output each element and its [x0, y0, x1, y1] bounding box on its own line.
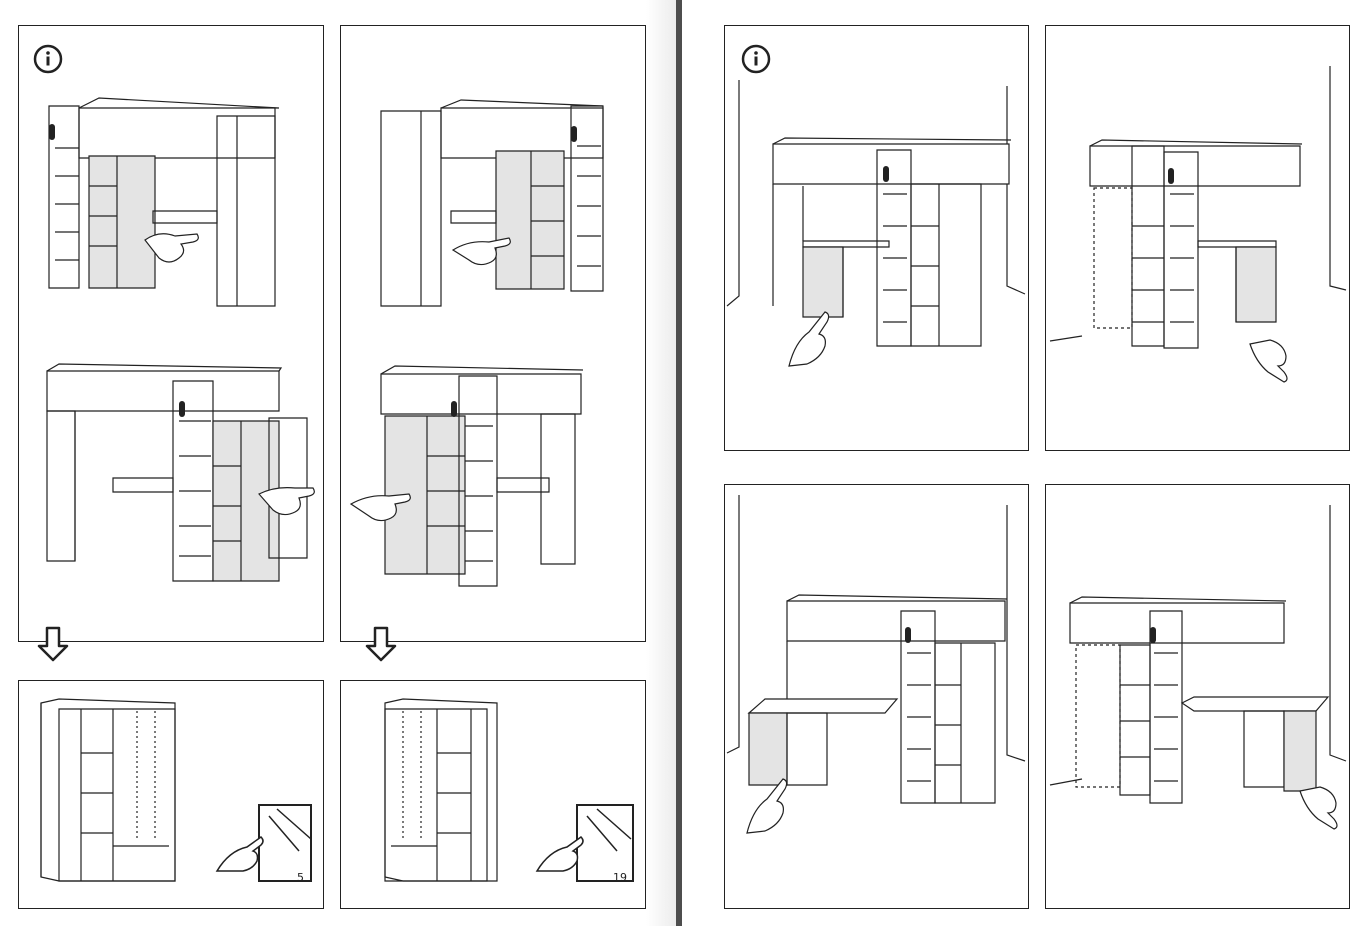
loft-bed-desk-left-illustration [725, 26, 1030, 452]
result-panel-1: 5 [18, 680, 324, 909]
loft-bed-corner-desk-left-illustration [725, 485, 1030, 910]
page-reference-number: 19 [613, 871, 627, 884]
page-reference-number: 5 [297, 871, 304, 884]
shelf-unit-illustration [341, 681, 647, 910]
instruction-panel-2 [340, 25, 646, 642]
page-gutter-shadow [646, 0, 676, 926]
arrow-down-icon [36, 626, 70, 662]
instruction-panel-1 [18, 25, 324, 642]
instruction-panel-3 [724, 25, 1029, 451]
instruction-panel-5 [724, 484, 1029, 909]
instruction-panel-4 [1045, 25, 1350, 451]
arrow-down-icon [364, 626, 398, 662]
loft-bed-shelf-left-illustration [19, 26, 325, 643]
loft-bed-desk-right-illustration [1046, 26, 1351, 452]
info-icon [33, 44, 63, 74]
left-page: 5 19 [0, 0, 672, 926]
right-page [682, 0, 1364, 926]
info-icon [741, 44, 771, 74]
shelf-unit-illustration [19, 681, 325, 910]
instruction-panel-6 [1045, 484, 1350, 909]
result-panel-2: 19 [340, 680, 646, 909]
loft-bed-corner-desk-right-illustration [1046, 485, 1351, 910]
page-gutter [676, 0, 682, 926]
loft-bed-shelf-right-illustration [341, 26, 647, 643]
